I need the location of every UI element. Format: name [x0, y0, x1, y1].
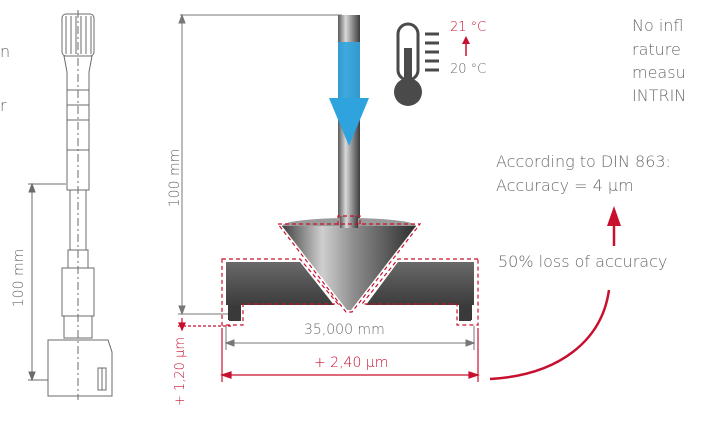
temperature-low: 20 °C [450, 62, 487, 77]
right-anvil-block [366, 262, 474, 321]
temperature-high: 21 °C [450, 20, 487, 35]
standard-line-1: According to DIN 863: [496, 152, 671, 171]
center-scale-label: 100 mm [167, 148, 184, 208]
vertical-expansion-marker [178, 318, 232, 332]
note-line-3: measu [632, 63, 686, 82]
temperature-rise-arrow [462, 36, 470, 56]
loss-curve-arrow [489, 206, 621, 381]
center-dimension-line [178, 13, 342, 316]
micrometer-drawing [47, 10, 113, 400]
measuring-cone [282, 216, 416, 310]
width-dimension-label: 35,000 mm [304, 322, 385, 338]
standard-line-2: Accuracy = 4 µm [496, 176, 634, 195]
vertical-expansion-label: + 1,20 µm [173, 336, 189, 407]
left-anvil-block [226, 262, 334, 321]
expansion-outline [221, 215, 479, 326]
expansion-dimension-label: + 2,40 µm [314, 355, 389, 371]
left-dimension-line [28, 182, 66, 382]
note-line-2: rature [632, 40, 681, 59]
note-line-1: No infl [632, 16, 684, 35]
left-scale-label: 100 mm [11, 248, 28, 308]
width-dimension-line [224, 326, 476, 350]
force-arrow [329, 42, 369, 146]
note-line-4: INTRIN [632, 86, 687, 105]
loss-label: 50% loss of accuracy [498, 252, 668, 271]
thermometer-icon [394, 22, 439, 106]
left-fragment-2: r [0, 96, 7, 115]
left-fragment-1: n [0, 42, 11, 61]
expansion-dimension-line [220, 328, 480, 382]
